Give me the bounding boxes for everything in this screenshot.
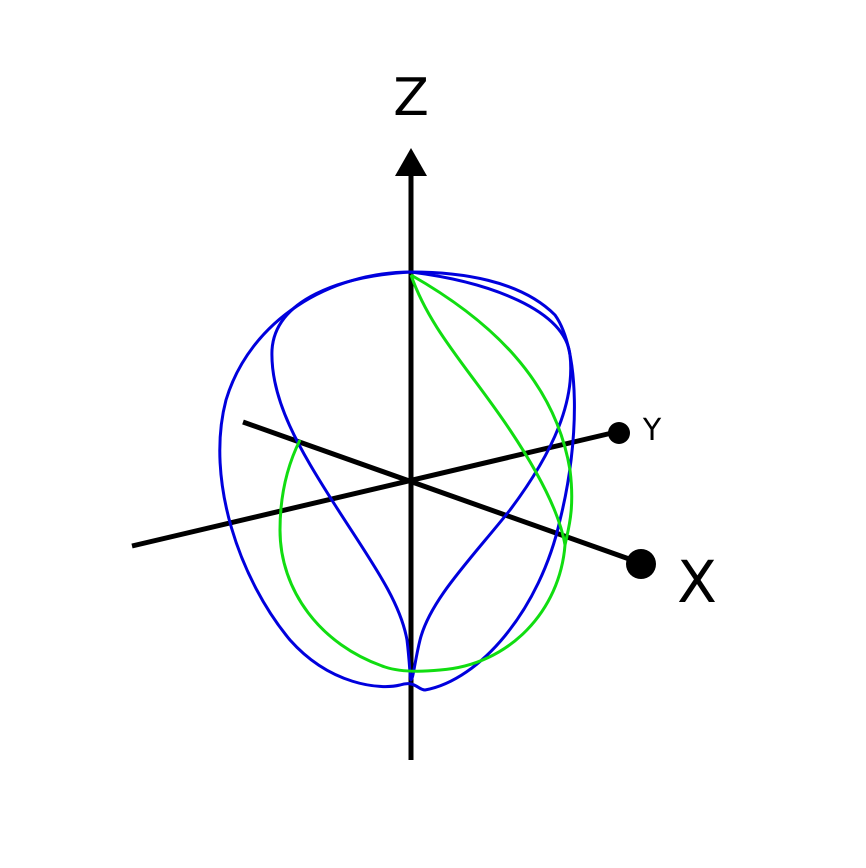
- x-axis-label: X: [677, 548, 717, 616]
- y-axis-label: Y: [642, 413, 662, 448]
- green-curve: [278, 273, 574, 673]
- y-axis-endpoint: [608, 422, 630, 444]
- z-axis-arrowhead: [395, 148, 427, 176]
- z-axis-label: Z: [393, 68, 429, 128]
- y-axis-line: [131, 430, 613, 549]
- blue-outer-curve: [218, 270, 576, 692]
- x-axis-endpoint: [626, 549, 656, 579]
- blue-inner-curve: [270, 270, 573, 682]
